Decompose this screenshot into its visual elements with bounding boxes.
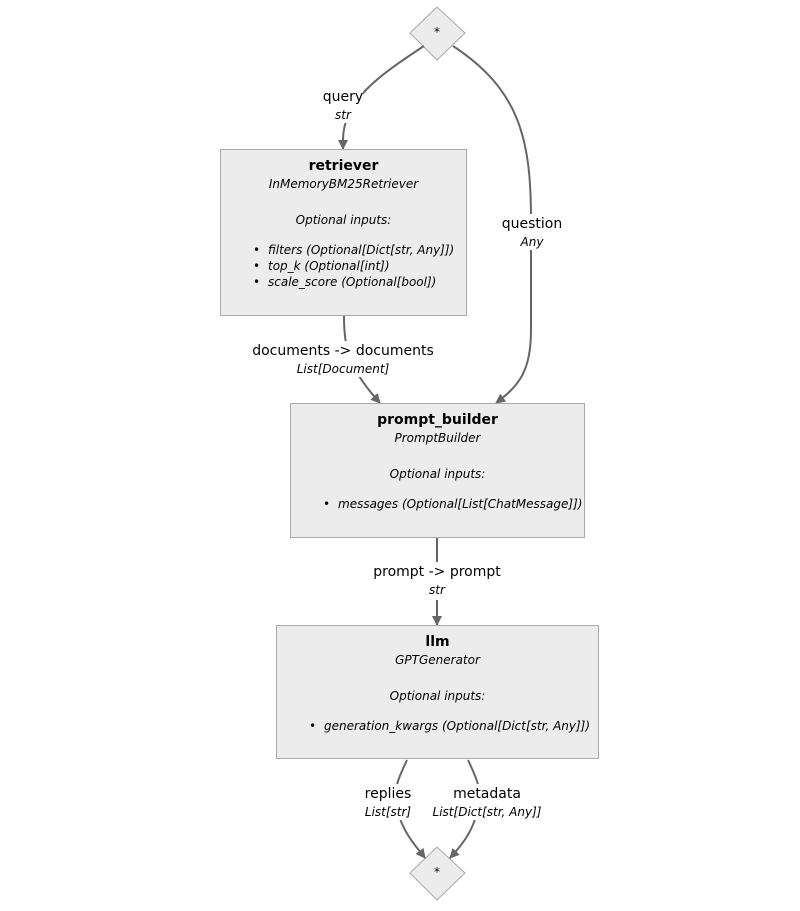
- node-llm-inputs: generation_kwargs (Optional[Dict[str, An…: [277, 718, 598, 734]
- node-llm-input: generation_kwargs (Optional[Dict[str, An…: [309, 718, 598, 734]
- edge-name: query: [322, 89, 364, 105]
- output-diamond[interactable]: [409, 846, 466, 901]
- node-prompt-builder-optional-label: Optional inputs:: [389, 467, 486, 481]
- node-retriever[interactable]: retriever InMemoryBM25Retriever Optional…: [220, 149, 467, 316]
- edge-type: List[str]: [364, 805, 412, 819]
- node-retriever-input: scale_score (Optional[bool]): [253, 274, 466, 290]
- node-llm-type: GPTGenerator: [395, 653, 480, 667]
- node-prompt-builder-type: PromptBuilder: [394, 431, 481, 445]
- edge-type: str: [335, 108, 351, 122]
- edge-name: prompt -> prompt: [373, 564, 501, 580]
- node-retriever-input: filters (Optional[Dict[str, Any]]): [253, 242, 466, 258]
- edge-name: metadata: [453, 786, 521, 802]
- edge-type: List[Document]: [296, 362, 390, 376]
- edge-type: Any: [520, 235, 544, 249]
- node-retriever-type: InMemoryBM25Retriever: [268, 177, 419, 191]
- edge-label-metadata: metadata List[Dict[str, Any]]: [432, 784, 542, 820]
- edge-label-replies: replies List[str]: [364, 784, 412, 820]
- edge-name: documents -> documents: [252, 343, 434, 359]
- edge-label-question: question Any: [501, 214, 563, 250]
- node-llm-name: llm: [425, 634, 450, 650]
- input-node-label: *: [434, 25, 440, 39]
- edge-label-prompt: prompt -> prompt str: [373, 562, 501, 598]
- node-llm[interactable]: llm GPTGenerator Optional inputs: genera…: [276, 625, 599, 759]
- node-retriever-optional-label: Optional inputs:: [295, 213, 392, 227]
- output-node-label: *: [434, 865, 440, 879]
- edge-question: [452, 45, 532, 404]
- edge-label-documents: documents -> documents List[Document]: [252, 341, 434, 377]
- edge-type: str: [429, 583, 445, 597]
- edge-label-query: query str: [322, 87, 364, 123]
- node-prompt-builder[interactable]: prompt_builder PromptBuilder Optional in…: [290, 403, 585, 538]
- node-retriever-name: retriever: [308, 158, 379, 174]
- node-prompt-builder-name: prompt_builder: [377, 412, 498, 428]
- edge-name: replies: [364, 786, 412, 802]
- edge-type: List[Dict[str, Any]]: [432, 805, 542, 819]
- node-prompt-builder-input: messages (Optional[List[ChatMessage]]): [323, 496, 584, 512]
- edge-name: question: [501, 216, 563, 232]
- node-prompt-builder-inputs: messages (Optional[List[ChatMessage]]): [291, 496, 584, 512]
- node-retriever-inputs: filters (Optional[Dict[str, Any]]) top_k…: [221, 242, 466, 290]
- edge-query: [338, 45, 425, 150]
- node-llm-optional-label: Optional inputs:: [389, 689, 486, 703]
- node-retriever-input: top_k (Optional[int]): [253, 258, 466, 274]
